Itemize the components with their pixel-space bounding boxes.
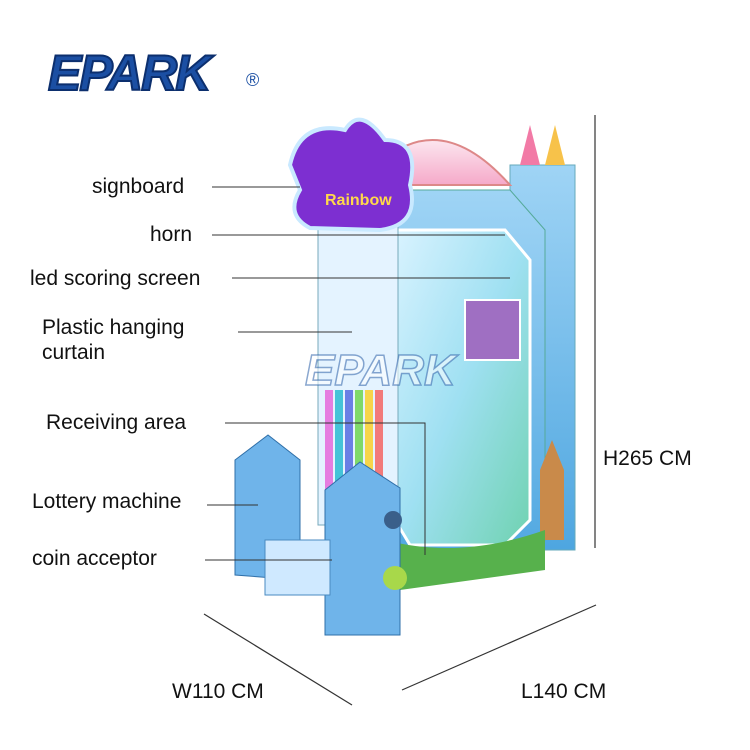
brand-logo: EPARK ® [47, 38, 259, 102]
grass-base [385, 530, 545, 590]
watermark: EPARK [305, 346, 459, 395]
dimension-height: H265 CM [603, 447, 692, 470]
lottery-machine-right [324, 461, 401, 636]
signboard [287, 117, 415, 233]
castle-decor [540, 440, 564, 540]
label-signboard: signboard [92, 175, 185, 198]
label-led-screen: led scoring screen [30, 267, 201, 290]
dimension-lines [203, 115, 597, 706]
label-curtain-line2: curtain [42, 341, 106, 364]
label-coin-acceptor: coin acceptor [32, 547, 157, 570]
curtain-strips [325, 390, 383, 520]
label-lottery-machine: Lottery machine [32, 490, 182, 513]
coin-slot [384, 511, 402, 529]
receiving-tray [264, 539, 331, 596]
registered-mark: ® [246, 70, 260, 90]
logo-text: EPARK [47, 44, 212, 102]
label-horn: horn [150, 223, 193, 246]
dimension-width: W110 CM [172, 680, 264, 703]
dimension-length: L140 CM [521, 680, 607, 703]
balloon-decor [383, 566, 407, 590]
leader-lines [205, 186, 510, 561]
led-screen [464, 299, 521, 361]
label-receiving-area: Receiving area [46, 411, 187, 434]
label-curtain-line1: Plastic hanging [42, 316, 185, 339]
sign-text: Rainbow [325, 192, 392, 209]
